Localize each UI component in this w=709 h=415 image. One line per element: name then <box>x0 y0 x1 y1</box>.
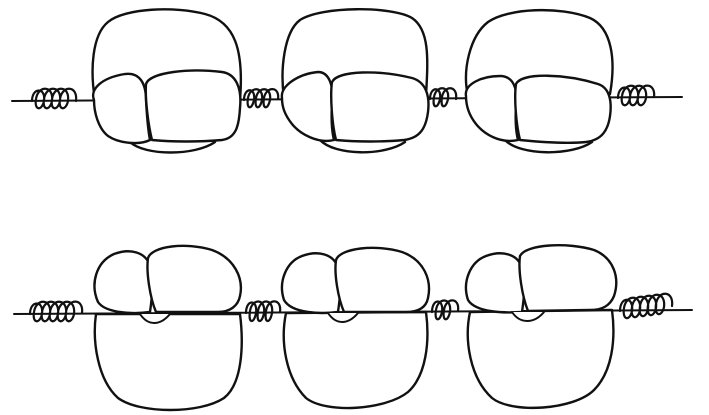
top-row <box>12 9 682 152</box>
bottom-unit-2-root <box>284 312 428 408</box>
bottom-unit-3-right-cusp <box>519 245 616 311</box>
top-unit-3-right-cusp <box>515 76 610 143</box>
bottom-unit-1 <box>95 246 242 410</box>
bottom-unit-3 <box>466 245 616 408</box>
top-unit-3 <box>466 10 613 152</box>
top-unit-2 <box>282 9 429 152</box>
top-unit-1-right-cusp <box>146 71 241 142</box>
bottom-unit-1-root <box>95 314 242 410</box>
bottom-unit-2-left-cusp <box>282 253 340 313</box>
bottom-unit-3-left-cusp <box>466 253 524 312</box>
top-unit-1 <box>93 9 241 152</box>
top-unit-2-right-cusp <box>331 72 428 141</box>
bottom-row <box>14 245 692 410</box>
bottom-unit-2 <box>282 248 429 408</box>
bottom-unit-1-left-cusp <box>95 251 153 313</box>
bottom-unit-3-root <box>468 310 614 408</box>
